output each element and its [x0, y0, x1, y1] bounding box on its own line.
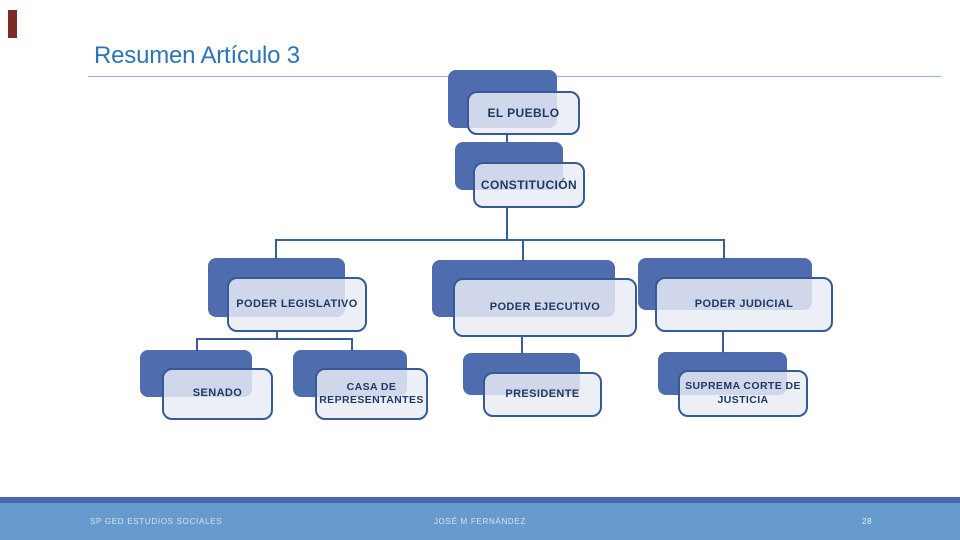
connector-drop-casa [351, 338, 353, 351]
connector-ejecutivo-presidente [521, 337, 523, 354]
connector-legislativo-bus [276, 332, 278, 339]
node-senado: SENADO [162, 368, 273, 420]
connector-drop-ejecutivo [522, 239, 524, 261]
page-number: 28 [862, 517, 873, 526]
node-label-el-pueblo: EL PUEBLO [487, 105, 560, 120]
connector-drop-senado [196, 338, 198, 351]
node-label-casa-de-representantes: CASA DE REPRESENTANTES [319, 380, 424, 406]
node-label-presidente: PRESIDENTE [505, 387, 580, 400]
node-poder-judicial: PODER JUDICIAL [655, 277, 833, 332]
connector-drop-legislativo [275, 239, 277, 259]
node-poder-ejecutivo: PODER EJECUTIVO [453, 278, 637, 337]
connector-bus-legislativo [196, 338, 353, 340]
node-poder-legislativo: PODER LEGISLATIVO [227, 277, 367, 332]
node-label-poder-legislativo: PODER LEGISLATIVO [236, 297, 358, 310]
footer-stripe [0, 497, 960, 503]
node-casa-de-representantes: CASA DE REPRESENTANTES [315, 368, 428, 420]
slide-title: Resumen Artículo 3 [94, 42, 300, 69]
node-label-constitucion: CONSTITUCIÓN [480, 177, 578, 192]
connector-pueblo-constitucion [506, 134, 508, 142]
node-label-senado: SENADO [192, 387, 243, 400]
footer-course-text: SP GED ESTUDIOS SOCIALES [90, 517, 223, 526]
node-el-pueblo: EL PUEBLO [467, 91, 580, 135]
footer-author-text: JOSÉ M FERNÁNDEZ [433, 517, 527, 526]
connector-judicial-suprema [722, 332, 724, 353]
node-suprema-corte: SUPREMA CORTE DE JUSTICIA [678, 370, 808, 417]
connector-bus-main [276, 239, 725, 241]
node-label-poder-judicial: PODER JUDICIAL [694, 297, 794, 310]
connector-drop-judicial [723, 239, 725, 259]
footer-band [0, 503, 960, 540]
node-constitucion: CONSTITUCIÓN [473, 162, 585, 208]
node-label-poder-ejecutivo: PODER EJECUTIVO [489, 300, 601, 313]
node-label-suprema-corte: SUPREMA CORTE DE JUSTICIA [685, 380, 801, 406]
connector-constitucion-bus [506, 208, 508, 239]
corner-accent-bar [8, 10, 17, 38]
node-presidente: PRESIDENTE [483, 372, 602, 417]
